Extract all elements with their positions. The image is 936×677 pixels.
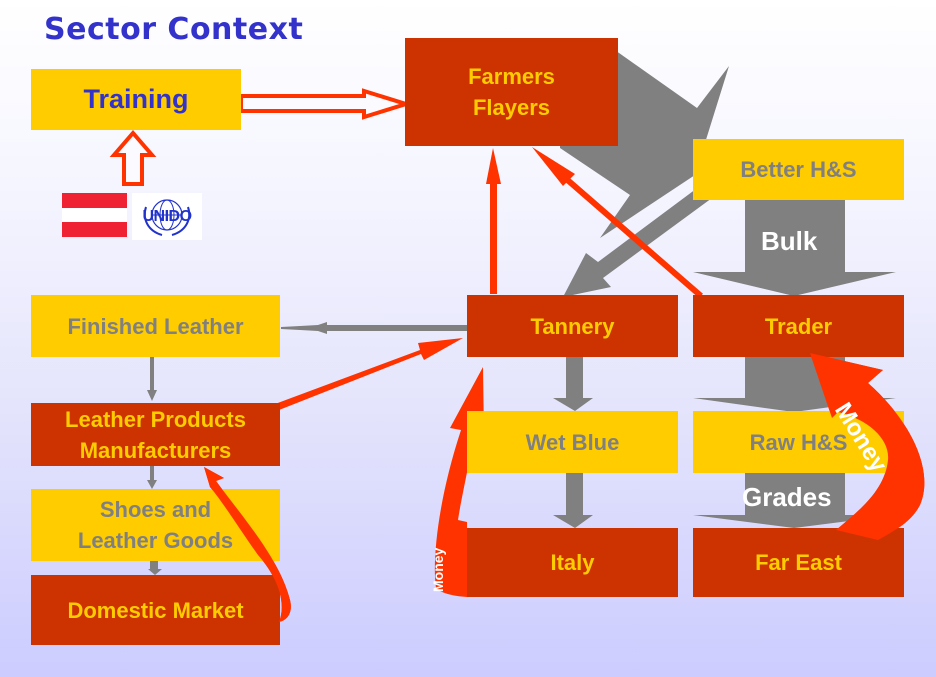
node-better-hs-label: Better H&S xyxy=(740,157,857,182)
goods-arrow-shoes-to-domestic xyxy=(148,561,162,575)
node-wet-blue[interactable]: Wet Blue xyxy=(467,411,678,473)
money-arrow-trader-to-farmers xyxy=(532,147,703,299)
money-arrow-products-to-tannery xyxy=(275,338,463,410)
node-finished-leather[interactable]: Finished Leather xyxy=(31,295,280,357)
node-better-hs[interactable]: Better H&S xyxy=(693,139,904,200)
node-shoes-label-line2: Leather Goods xyxy=(77,528,234,553)
node-raw-hs-label: Raw H&S xyxy=(749,429,848,455)
node-wet-blue-label: Wet Blue xyxy=(525,429,620,455)
austria-flag-icon xyxy=(62,193,127,237)
slide-title: Sector Context xyxy=(44,12,304,47)
node-shoes-leather-goods[interactable]: Shoes and Leather Goods xyxy=(31,489,280,561)
hollow-arrow-training-to-farmers xyxy=(239,88,413,120)
node-farmers-flayers[interactable]: Farmers Flayers xyxy=(405,38,618,146)
node-trader-label: Trader xyxy=(764,313,833,339)
goods-arrow-finished-to-products xyxy=(147,357,157,401)
node-leather-products-manufacturers[interactable]: Leather Products Manufacturers xyxy=(31,403,280,466)
node-tannery-label: Tannery xyxy=(530,313,615,339)
flow-label-bulk: Bulk xyxy=(761,226,818,256)
unido-logo: UNIDO xyxy=(132,193,202,240)
node-leather-products-label-line2: Manufacturers xyxy=(79,437,232,463)
node-farmers-label: Farmers Flayers xyxy=(468,61,555,123)
node-shoes-label: Shoes and Leather Goods xyxy=(78,494,233,556)
node-italy-label: Italy xyxy=(550,550,595,575)
node-finished-leather-label: Finished Leather xyxy=(67,313,244,339)
node-training-label: Training xyxy=(83,84,189,114)
node-farmers-label-line2: Flayers xyxy=(472,95,551,120)
goods-arrow-tannery-to-finished-leather xyxy=(281,322,467,334)
node-training[interactable]: Training xyxy=(31,69,241,130)
node-domestic-market-label: Domestic Market xyxy=(67,597,244,623)
unido-logo-text: UNIDO xyxy=(142,207,192,225)
node-domestic-market[interactable]: Domestic Market xyxy=(31,575,280,645)
goods-arrow-tannery-to-wet-blue xyxy=(553,356,593,411)
node-farmers-label-line1: Farmers xyxy=(468,64,555,89)
un-emblem-icon xyxy=(143,199,191,236)
node-italy[interactable]: Italy xyxy=(467,528,678,597)
goods-arrow-bulk xyxy=(693,200,896,296)
flow-label-grades: Grades xyxy=(742,482,832,512)
goods-arrow-wet-blue-to-italy xyxy=(553,472,593,528)
node-far-east[interactable]: Far East xyxy=(693,528,904,597)
flow-label-money-italy: Money xyxy=(430,547,446,592)
node-leather-products-label-line1: Leather Products xyxy=(65,406,246,432)
money-arrow-tannery-to-farmers xyxy=(486,148,501,294)
node-shoes-label-line1: Shoes and xyxy=(99,497,212,522)
goods-arrow-grades xyxy=(693,472,896,528)
node-tannery[interactable]: Tannery xyxy=(467,295,678,357)
goods-arrow-products-to-shoes xyxy=(147,466,157,489)
node-trader[interactable]: Trader xyxy=(693,295,904,357)
node-far-east-label: Far East xyxy=(755,550,842,575)
node-leather-products-label: Leather Products Manufacturers xyxy=(65,404,246,466)
hollow-arrow-support-to-training xyxy=(109,129,157,186)
